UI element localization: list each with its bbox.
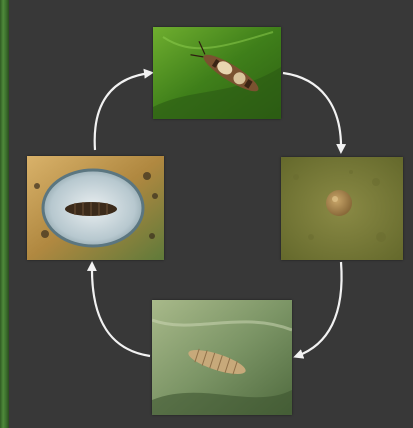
adult-insect-on-leaf-photo	[153, 27, 281, 119]
larva-on-leaf-photo	[152, 300, 292, 415]
arrow-larva-to-pupa	[92, 265, 150, 356]
arrow-egg-to-larva	[297, 262, 342, 356]
arrow-adult-to-egg	[283, 73, 341, 150]
egg-on-leaf-photo	[281, 157, 403, 260]
arrow-pupa-to-adult	[95, 73, 150, 150]
pupa-in-cell-photo	[27, 156, 164, 260]
